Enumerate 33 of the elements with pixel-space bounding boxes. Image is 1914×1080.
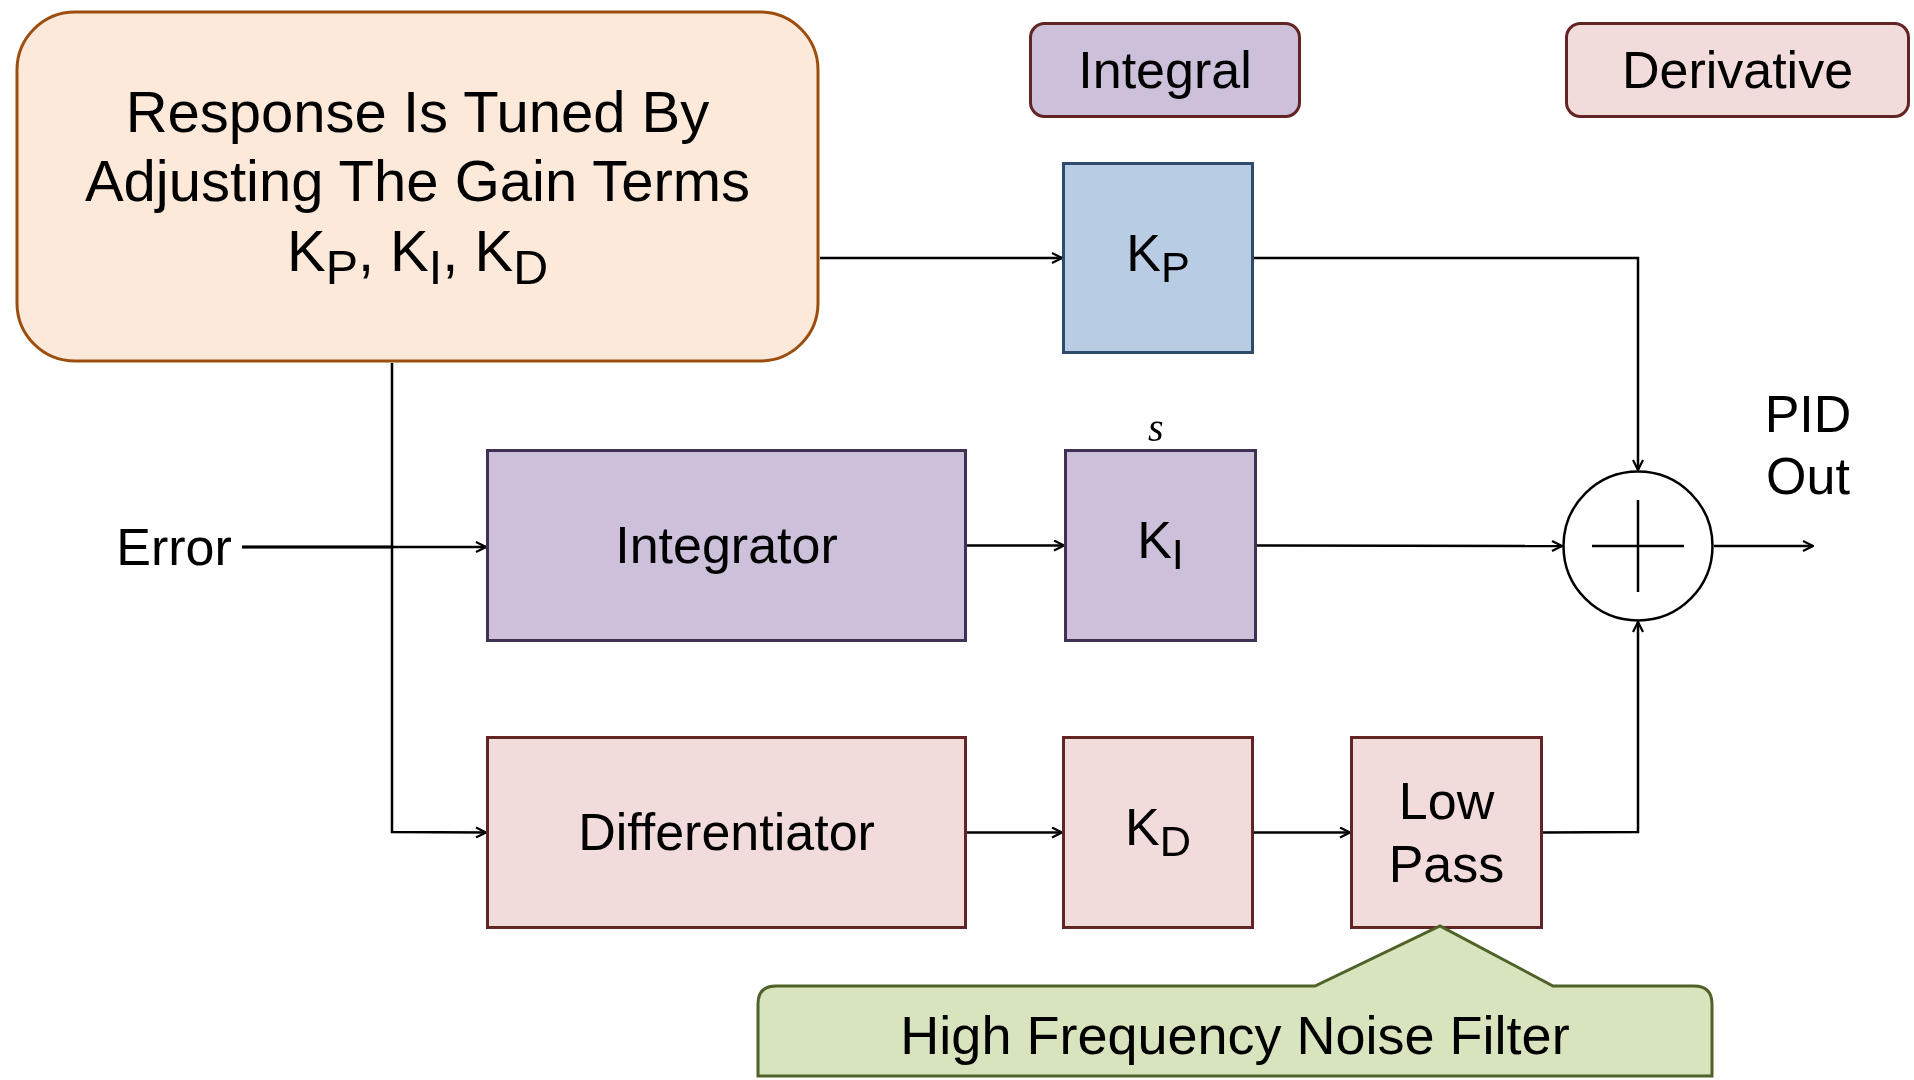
block-label: Derivative [1621,39,1854,101]
arrow [1254,256,1645,472]
gain-block [1064,449,1257,642]
block-label: K$_{D}$ [1125,797,1191,868]
block-label: Integrator [615,515,838,577]
summing-junction [1562,470,1714,622]
block-label: Error [116,516,232,578]
callout-box [15,10,820,363]
block-label: Low Pass [1387,771,1506,895]
arrow [1543,620,1645,834]
block-label: K$_{P}$ [1126,222,1190,294]
block-label: PID Out [1763,383,1853,507]
block-label: High Frequency Noise Filter [900,1004,1570,1068]
arrow [967,826,1064,839]
arrow [1254,826,1352,839]
tag-box [1565,22,1910,118]
process-block [486,736,967,929]
gain-block [1062,736,1254,929]
block-label: Differentiator [578,802,875,864]
arrow [242,545,488,839]
gain-block [1062,162,1254,354]
callout-box [756,924,1714,1078]
arrow [1257,539,1564,553]
block-label: Response Is Tuned By Adjusting The Gain Terms K$_{P}$, K$_{I}$, K$_{D}$ [83,77,752,296]
filter-block [1350,736,1543,929]
block-label: Integral [1078,39,1252,101]
arrow [967,539,1066,552]
block-label: K$_{I}$ [1137,510,1184,581]
tag-box [1029,22,1301,118]
process-block [486,449,967,642]
arrow [1714,539,1815,553]
symbol-label: s [1148,408,1164,448]
arrow [820,251,1064,265]
